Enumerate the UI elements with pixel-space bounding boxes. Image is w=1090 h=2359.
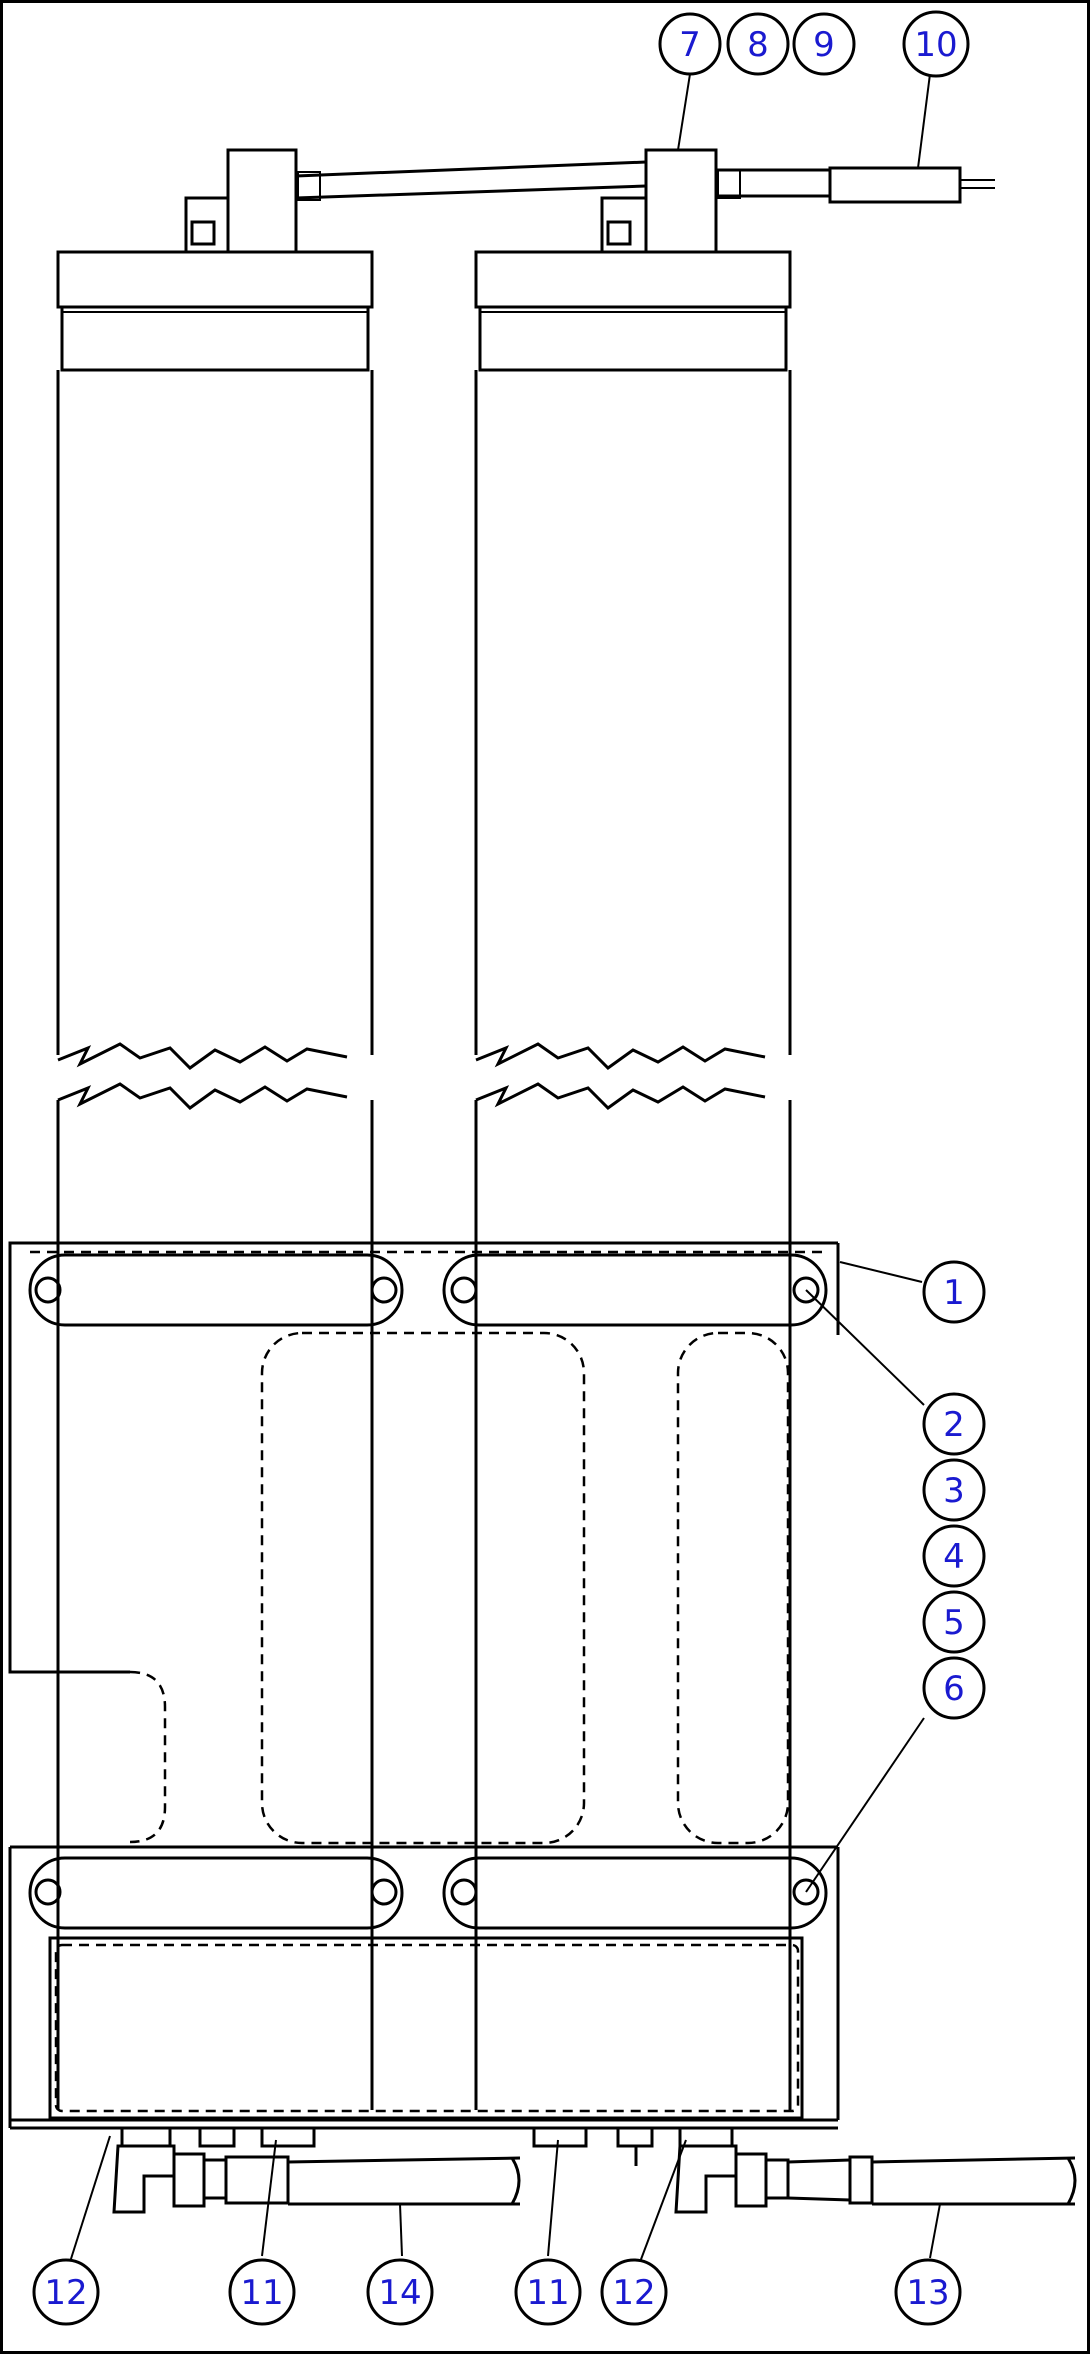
drawing-lines: [8, 73, 1077, 2263]
callout-2-label: 2: [943, 1405, 965, 1445]
callout-7: 7: [658, 12, 722, 76]
callout-10-label: 10: [914, 25, 957, 65]
callout-5: 5: [922, 1590, 986, 1654]
connecting-tube: [295, 160, 995, 204]
right-canister: [474, 148, 792, 2110]
callout-13: 13: [894, 2258, 962, 2326]
callout-12-right-label: 12: [612, 2273, 655, 2313]
callout-10: 10: [902, 10, 970, 78]
callout-12-right: 12: [600, 2258, 668, 2326]
callout-11-left-label: 11: [240, 2273, 283, 2313]
callout-11-right: 11: [514, 2258, 582, 2326]
mounting-bracket: [8, 1241, 840, 2130]
callout-1: 1: [922, 1260, 986, 1324]
leader-lines: [69, 73, 941, 2263]
callout-11-left: 11: [228, 2258, 296, 2326]
callout-4: 4: [922, 1524, 986, 1588]
bottom-fittings: [112, 2126, 1077, 2214]
callout-14-label: 14: [378, 2273, 421, 2313]
callout-9: 9: [792, 12, 856, 76]
left-canister: [56, 148, 374, 2110]
callout-4-label: 4: [943, 1537, 965, 1577]
callout-2: 2: [922, 1392, 986, 1456]
callouts: 7 8 9 10 1 2 3 4: [32, 10, 986, 2326]
callout-1-label: 1: [943, 1273, 965, 1313]
callout-9-label: 9: [813, 25, 835, 65]
callout-12-left-label: 12: [44, 2273, 87, 2313]
callout-7-label: 7: [679, 25, 701, 65]
callout-14: 14: [366, 2258, 434, 2326]
callout-3-label: 3: [943, 1471, 965, 1511]
callout-6: 6: [922, 1656, 986, 1720]
callout-12-left: 12: [32, 2258, 100, 2326]
callout-13-label: 13: [906, 2273, 949, 2313]
callout-3: 3: [922, 1458, 986, 1522]
callout-5-label: 5: [943, 1603, 965, 1643]
callout-8-label: 8: [747, 25, 769, 65]
callout-6-label: 6: [943, 1669, 965, 1709]
callout-8: 8: [726, 12, 790, 76]
callout-11-right-label: 11: [526, 2273, 569, 2313]
